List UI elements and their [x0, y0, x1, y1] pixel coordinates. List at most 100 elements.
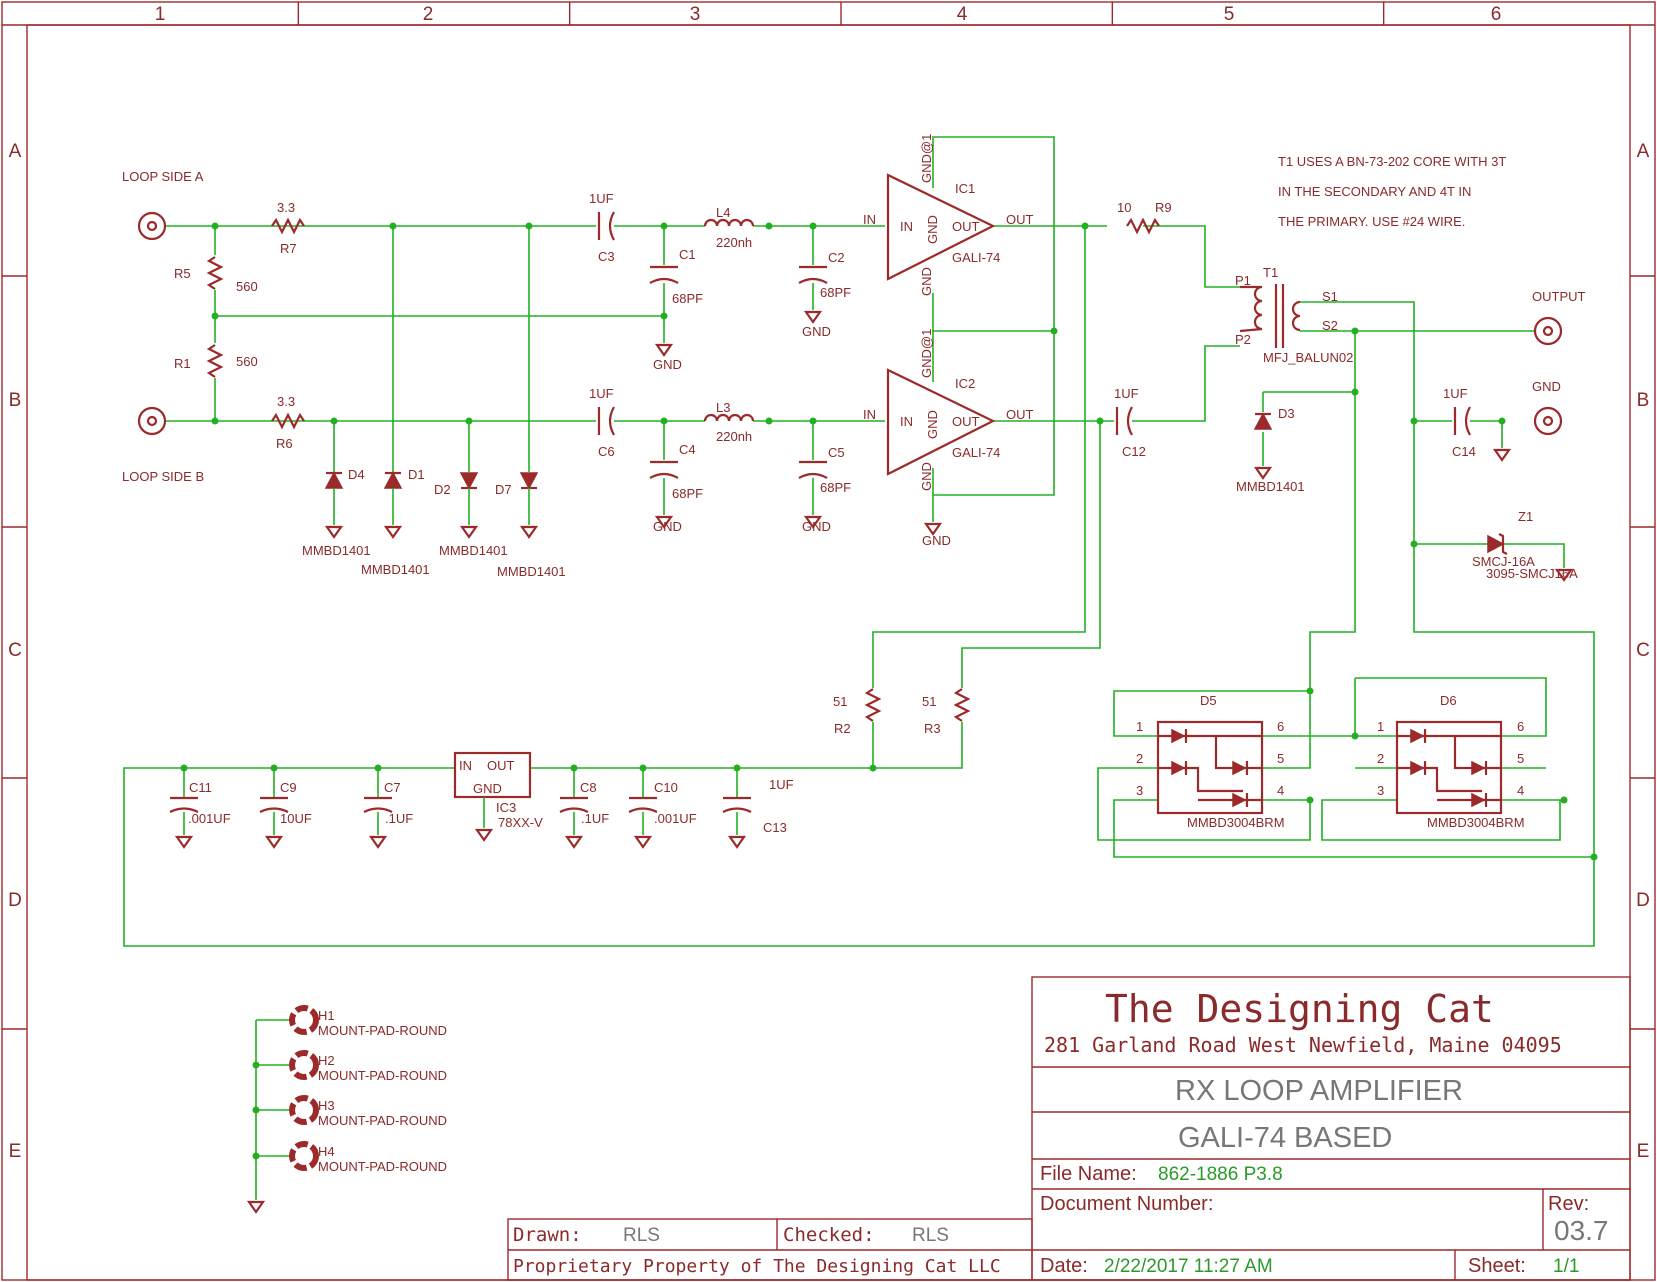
svg-text:GND: GND	[922, 533, 951, 548]
transformer-t1: T1 P1 P2 S1 S2 MFJ_BALUN02	[1235, 265, 1353, 365]
checked-label: Checked:	[783, 1224, 875, 1246]
capacitor-c1: C1 68PF	[649, 247, 703, 306]
svg-text:GND: GND	[802, 519, 831, 534]
svg-text:OUT: OUT	[487, 758, 515, 773]
svg-text:C13: C13	[763, 820, 787, 835]
mount-pad-h3: H3 MOUNT-PAD-ROUND	[289, 1095, 447, 1128]
svg-text:IN: IN	[900, 219, 913, 234]
ground-symbols: GND GND GND GND GND	[174, 310, 1574, 1214]
svg-text:.1UF: .1UF	[385, 811, 413, 826]
svg-text:51: 51	[922, 694, 936, 709]
column-labels: 1 2 3 4 5 6	[155, 4, 1502, 25]
design-note: T1 USES A BN-73-202 CORE WITH 3T IN THE …	[1278, 154, 1506, 229]
capacitor-c5: C5 68PF	[798, 445, 851, 495]
svg-text:IC1: IC1	[955, 181, 975, 196]
drawing-title-2: GALI-74 BASED	[1178, 1122, 1392, 1154]
capacitor-c3: 1UF C3	[589, 191, 615, 264]
svg-text:C2: C2	[828, 250, 845, 265]
svg-text:GND: GND	[653, 357, 682, 372]
svg-text:68PF: 68PF	[672, 291, 703, 306]
svg-text:C12: C12	[1122, 444, 1146, 459]
diode-d4: D4 MMBD1401	[302, 467, 371, 558]
svg-text:10UF: 10UF	[280, 811, 312, 826]
svg-text:3.3: 3.3	[277, 200, 295, 215]
svg-text:D5: D5	[1200, 693, 1217, 708]
svg-text:6: 6	[1517, 719, 1524, 734]
svg-text:IN: IN	[459, 758, 472, 773]
resistor-r6: 3.3 R6	[270, 394, 306, 451]
svg-text:.001UF: .001UF	[188, 811, 231, 826]
svg-text:5: 5	[1277, 751, 1284, 766]
mount-pad-h1: H1 MOUNT-PAD-ROUND	[289, 1005, 447, 1038]
svg-text:L4: L4	[716, 205, 730, 220]
svg-text:.001UF: .001UF	[654, 811, 697, 826]
svg-text:6: 6	[1277, 719, 1284, 734]
svg-text:GND: GND	[802, 324, 831, 339]
mount-pad-h4: H4 MOUNT-PAD-ROUND	[289, 1141, 447, 1174]
svg-text:10: 10	[1117, 200, 1131, 215]
col-label-2: 2	[423, 4, 434, 25]
svg-text:GND: GND	[919, 267, 934, 296]
svg-text:C1: C1	[679, 247, 696, 262]
svg-text:MMBD1401: MMBD1401	[302, 543, 371, 558]
svg-text:C4: C4	[679, 442, 696, 457]
svg-text:C11: C11	[189, 780, 212, 795]
amplifier-ic1: IN IN OUT OUT GND GND@1 GND IC1 GALI-74	[863, 134, 1034, 296]
svg-text:OUT: OUT	[1006, 407, 1034, 422]
svg-text:GND@1: GND@1	[919, 134, 934, 183]
svg-text:IN: IN	[863, 407, 876, 422]
svg-text:MMBD3004BRM: MMBD3004BRM	[1187, 815, 1285, 830]
svg-text:R2: R2	[834, 721, 851, 736]
svg-text:.1UF: .1UF	[581, 811, 609, 826]
diode-d3: D3 MMBD1401	[1236, 406, 1305, 494]
svg-text:H2: H2	[318, 1053, 335, 1068]
svg-text:C10: C10	[654, 780, 678, 795]
svg-text:S1: S1	[1322, 289, 1338, 304]
row-label-c-right: C	[1636, 640, 1650, 661]
svg-text:3: 3	[1377, 783, 1384, 798]
capacitor-c9: C9 10UF	[259, 780, 312, 826]
junction-dots	[180, 222, 1598, 1160]
rev-label: Rev:	[1548, 1193, 1589, 1215]
regulator-ic3: IN OUT GND IC3 78XX-V	[453, 751, 543, 830]
svg-text:560: 560	[236, 279, 258, 294]
drawn-label: Drawn:	[513, 1224, 582, 1246]
svg-text:GND: GND	[925, 215, 940, 244]
svg-text:MOUNT-PAD-ROUND: MOUNT-PAD-ROUND	[318, 1159, 447, 1174]
svg-text:T1 USES A BN-73-202 CORE WITH: T1 USES A BN-73-202 CORE WITH 3T	[1278, 154, 1506, 169]
title-block: The Designing Cat 281 Garland Road West …	[507, 976, 1631, 1281]
svg-text:SMCJ-16A: SMCJ-16A	[1472, 554, 1535, 569]
connector-gnd: GND	[1532, 379, 1563, 436]
svg-text:THE PRIMARY. USE #24 WIRE.: THE PRIMARY. USE #24 WIRE.	[1278, 214, 1465, 229]
svg-text:3.3: 3.3	[277, 394, 295, 409]
row-label-a-right: A	[1637, 141, 1650, 162]
sheet-label: Sheet:	[1468, 1255, 1526, 1277]
svg-text:GND: GND	[473, 781, 502, 796]
svg-text:R9: R9	[1155, 200, 1172, 215]
capacitor-c4: C4 68PF	[649, 442, 703, 501]
svg-text:1UF: 1UF	[589, 191, 614, 206]
svg-text:S2: S2	[1322, 318, 1338, 333]
zener-z1: Z1 SMCJ-16A 3095-SMCJ16A	[1472, 509, 1578, 581]
svg-text:1: 1	[1377, 719, 1384, 734]
svg-text:MMBD1401: MMBD1401	[497, 564, 566, 579]
proprietary-notice: Proprietary Property of The Designing Ca…	[513, 1256, 1001, 1277]
gnd-connector-label: GND	[1532, 379, 1561, 394]
svg-text:D1: D1	[408, 467, 425, 482]
capacitor-c14: 1UF C14	[1443, 386, 1476, 459]
svg-text:D7: D7	[495, 482, 512, 497]
svg-text:P1: P1	[1235, 273, 1251, 288]
svg-text:R5: R5	[174, 266, 191, 281]
svg-text:68PF: 68PF	[672, 486, 703, 501]
resistor-r9: 10 R9	[1117, 200, 1172, 234]
svg-text:C5: C5	[828, 445, 845, 460]
diode-d7: D7 MMBD1401	[495, 472, 566, 579]
svg-text:2: 2	[1377, 751, 1384, 766]
capacitor-c11: C11 .001UF	[169, 780, 231, 826]
svg-text:220nh: 220nh	[716, 235, 752, 250]
col-label-6: 6	[1491, 4, 1502, 25]
connector-loop-b: LOOP SIDE B	[122, 406, 204, 484]
date-value: 2/22/2017 11:27 AM	[1104, 1256, 1273, 1277]
company-name: The Designing Cat	[1105, 987, 1494, 1031]
svg-text:R7: R7	[280, 241, 297, 256]
